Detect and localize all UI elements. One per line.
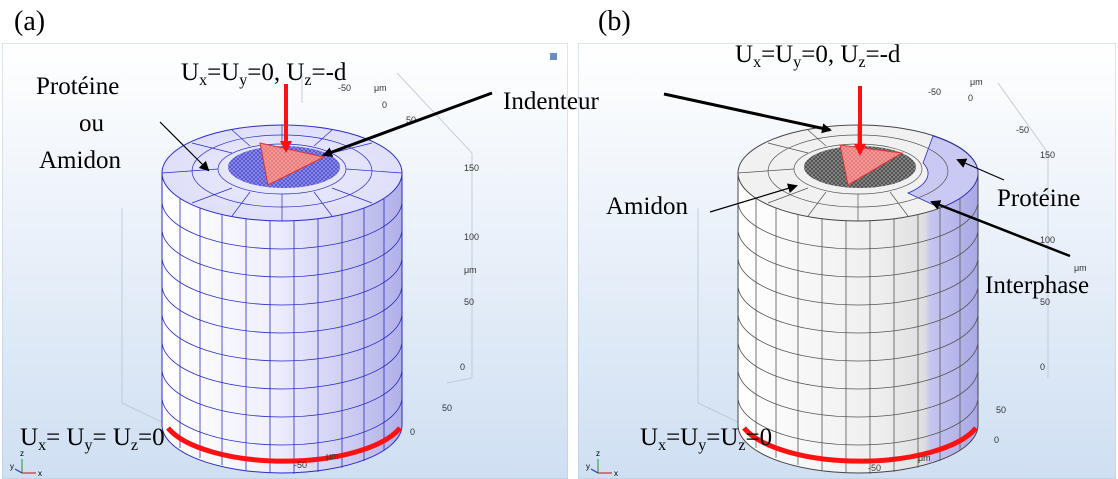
axis-unit: μm <box>464 265 477 275</box>
indenter-label: Indenteur <box>503 88 599 115</box>
tick-label: 150 <box>1040 150 1055 160</box>
top-boundary-condition-a: Ux=Uy=0, Uz=-d <box>181 59 347 89</box>
tick-label: 50 <box>464 297 474 307</box>
svg-text:x: x <box>38 469 42 478</box>
proteine-label: Protéine <box>997 185 1081 212</box>
tick-label: 0 <box>1040 362 1045 372</box>
panel-a-graphic: -50 0 50 150 100 50 0 50 0 -50 μm μm μm … <box>2 43 568 479</box>
material-label-line3: Amidon <box>39 147 121 174</box>
fixed-boundary-arc <box>742 426 978 464</box>
axis-triad-icon: y z x <box>10 449 42 478</box>
tick-label: -50 <box>928 87 941 97</box>
tick-label: 50 <box>406 115 416 125</box>
tick-label: -50 <box>338 83 351 93</box>
panel-a-label: (a) <box>14 6 46 37</box>
axis-unit: μm <box>918 453 931 463</box>
svg-text:y: y <box>10 462 14 471</box>
svg-text:z: z <box>20 449 24 458</box>
panel-a: -50 0 50 150 100 50 0 50 0 -50 μm μm μm … <box>2 43 568 479</box>
tick-label: -50 <box>1016 125 1029 135</box>
tick-label: 150 <box>464 163 479 173</box>
svg-text:y: y <box>586 462 590 471</box>
material-label-line2: ou <box>79 110 104 137</box>
tick-label: 50 <box>996 405 1006 415</box>
tick-label: 0 <box>460 362 465 372</box>
axis-triad-icon: y z x <box>586 449 618 478</box>
tick-label: 0 <box>382 100 387 110</box>
axis-unit: μm <box>970 77 983 87</box>
bottom-boundary-condition-a: Ux= Uy= Uz=0 <box>20 424 165 454</box>
svg-text:x: x <box>614 469 618 478</box>
tick-label: 50 <box>1040 297 1050 307</box>
tick-label: 0 <box>994 435 999 445</box>
fixed-boundary-arc <box>166 426 402 464</box>
amidon-label: Amidon <box>606 193 688 220</box>
bottom-boundary-condition-b: Ux=Uy=Uz=0 <box>640 424 773 454</box>
material-label-line1: Protéine <box>36 73 120 100</box>
axis-unit: μm <box>326 451 339 461</box>
tick-label: -50 <box>868 463 881 473</box>
tick-label: 100 <box>1040 235 1055 245</box>
indenter-shape <box>259 142 326 186</box>
panel-b-label: (b) <box>598 6 631 37</box>
protein-region <box>907 135 979 209</box>
tick-label: 0 <box>410 427 415 437</box>
top-boundary-condition-b: Ux=Uy=0, Uz=-d <box>735 41 901 71</box>
axis-unit: μm <box>374 83 387 93</box>
interphase-label: Interphase <box>985 272 1090 299</box>
axis-unit: μm <box>1074 263 1087 273</box>
svg-text:z: z <box>596 449 600 458</box>
body-mesh <box>161 198 403 474</box>
tick-label: 50 <box>442 403 452 413</box>
tick-label: 100 <box>464 232 479 242</box>
panel-b: -50 0 -50 150 100 50 0 50 0 -50 μm μm μm… <box>578 43 1116 479</box>
view-widget-icon[interactable] <box>550 53 557 60</box>
tick-label: 0 <box>968 93 973 103</box>
tick-label: -50 <box>294 460 307 470</box>
panel-b-graphic: -50 0 -50 150 100 50 0 50 0 -50 μm μm μm… <box>578 43 1116 479</box>
